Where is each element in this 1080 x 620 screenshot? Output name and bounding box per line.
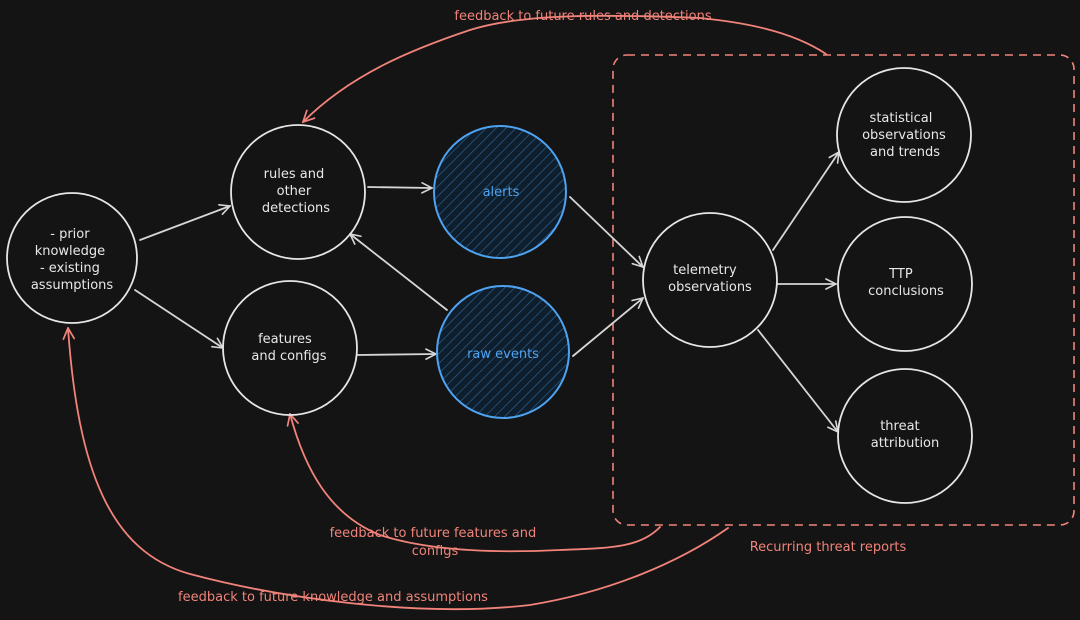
recurring-reports-group bbox=[612, 54, 1075, 526]
svg-text:threat attribution: threat attribution bbox=[871, 419, 940, 451]
arrow-prior-to-rules bbox=[139, 206, 230, 241]
arrow-telemetry-to-statistical bbox=[772, 152, 839, 251]
svg-text:features and configs: features and configs bbox=[251, 332, 326, 364]
arrow-telemetry-to-threat bbox=[757, 329, 838, 432]
feedback-arrow-features bbox=[290, 414, 661, 553]
arrow-raw-events-to-rules bbox=[350, 234, 448, 311]
arrow-rules-to-alerts bbox=[367, 187, 432, 188]
arrow-alerts-to-telemetry bbox=[569, 196, 643, 267]
feedback-label-rules: feedback to future rules and detections bbox=[454, 9, 711, 24]
node-statistical-observations: statistical observations and trends bbox=[836, 67, 972, 203]
node-ttp-conclusions: TTP conclusions bbox=[837, 216, 973, 352]
node-threat-attribution: threat attribution bbox=[837, 368, 973, 504]
feedback-label-features: feedback to future features and configs bbox=[330, 526, 541, 559]
svg-text:telemetry observations: telemetry observations bbox=[668, 263, 752, 295]
svg-text:raw events: raw events bbox=[467, 347, 539, 362]
flow-arrows bbox=[134, 152, 839, 432]
svg-text:TTP conclusions: TTP conclusions bbox=[868, 267, 944, 299]
feedback-label-knowledge: feedback to future knowledge and assumpt… bbox=[178, 590, 488, 605]
node-raw-events: raw events bbox=[436, 285, 570, 419]
feedback-arrow-knowledge bbox=[68, 328, 729, 610]
svg-text:alerts: alerts bbox=[483, 185, 520, 200]
svg-text:- prior knowledge: - prior knowledge - existing assumptions bbox=[31, 227, 114, 293]
arrow-raw-events-to-telemetry bbox=[572, 298, 643, 357]
node-features-and-configs: features and configs bbox=[222, 280, 358, 416]
node-alerts: alerts bbox=[433, 125, 567, 259]
feedback-arrows bbox=[68, 14, 827, 610]
node-rules-and-detections: rules and other detections bbox=[230, 124, 366, 260]
svg-text:statistical observations: statistical observations and trends bbox=[862, 111, 950, 160]
arrow-prior-to-features bbox=[134, 289, 223, 348]
svg-text:rules and other de: rules and other detections bbox=[262, 167, 330, 216]
node-prior-knowledge: - prior knowledge - existing assumptions bbox=[6, 192, 138, 324]
node-telemetry-observations: telemetry observations bbox=[642, 212, 778, 348]
group-label: Recurring threat reports bbox=[750, 540, 907, 555]
arrow-features-to-raw-events bbox=[357, 354, 436, 355]
feedback-arrow-rules bbox=[303, 14, 827, 122]
